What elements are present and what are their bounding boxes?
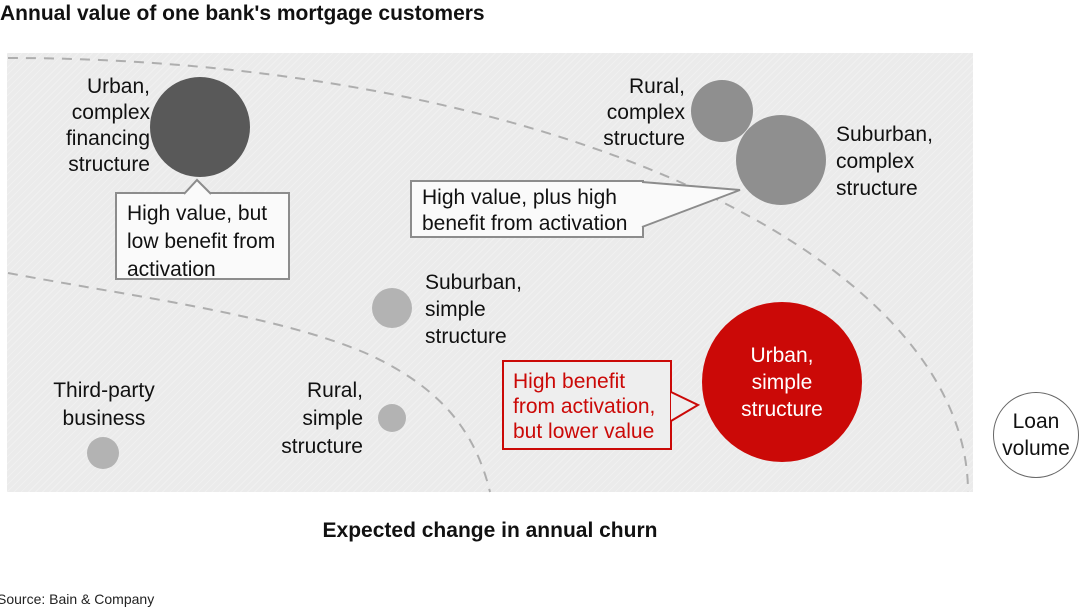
x-axis-label: Expected change in annual churn xyxy=(322,519,658,542)
callout-high-value-high-benefit: High value, plus high benefit from activ… xyxy=(410,180,644,238)
bubble-urban-complex-financing xyxy=(150,77,250,177)
bubble-third-party-business xyxy=(87,437,119,469)
bubble-rural-simple xyxy=(378,404,406,432)
bubble-suburban-complex xyxy=(736,115,826,205)
bubble-label-urban-simple: Urban, simple structure xyxy=(741,343,823,421)
bubble-label-third-party-business: Third-party business xyxy=(53,379,155,430)
source-note: Source: Bain & Company xyxy=(0,591,155,607)
bubble-label-suburban-complex: Suburban, complex structure xyxy=(836,123,933,200)
bubble-label-rural-complex: Rural, complex structure xyxy=(603,75,685,150)
bubble-label-rural-simple: Rural, simple structure xyxy=(281,379,363,458)
loan-volume-legend: Loan volume xyxy=(993,392,1079,478)
bubble-label-suburban-simple: Suburban, simple structure xyxy=(425,271,522,348)
bubble-suburban-simple xyxy=(372,288,412,328)
bubble-urban-simple: Urban, simple structure xyxy=(702,302,862,462)
bubble-label-urban-complex-financing: Urban, complex financing structure xyxy=(65,75,150,176)
callout-high-benefit-lower-value: High benefit from activation, but lower … xyxy=(502,360,672,450)
chart-title: Annual value of one bank's mortgage cust… xyxy=(0,2,485,25)
loan-volume-legend-label: Loan volume xyxy=(1002,410,1070,460)
callout-high-value-low-benefit: High value, but low benefit from activat… xyxy=(115,192,290,281)
